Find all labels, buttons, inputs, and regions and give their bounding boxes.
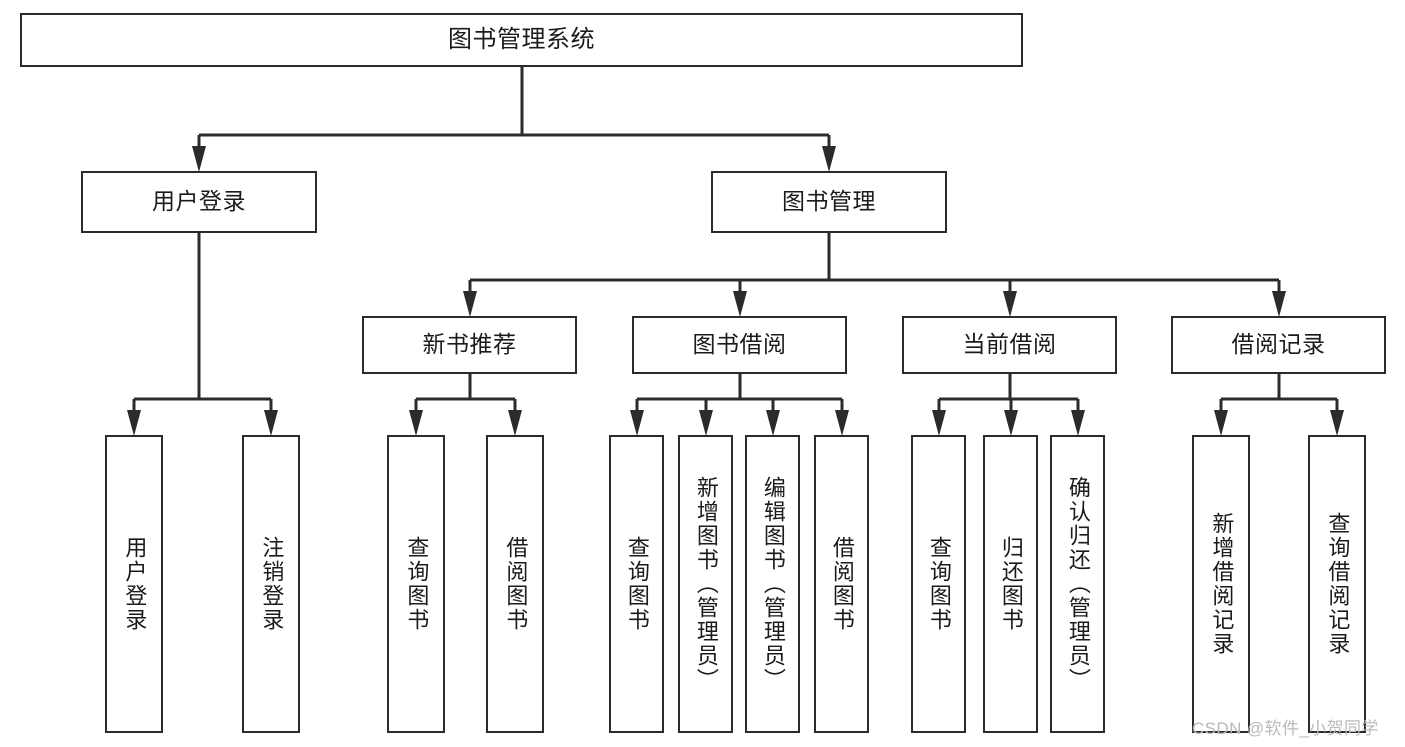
leaf-return-book[interactable]: 归还图书 (983, 435, 1038, 733)
leaf-user-login[interactable]: 用户登录 (105, 435, 163, 733)
leaf-add-borrow-record[interactable]: 新增借阅记录 (1192, 435, 1250, 733)
csdn-watermark: CSDN @软件_小贺同学 (1192, 719, 1379, 738)
leaf-confirm-return-admin[interactable]: 确认归还（管理员） (1050, 435, 1105, 733)
node-book-manage[interactable]: 图书管理 (711, 171, 947, 233)
leaf-query-book-current[interactable]: 查询图书 (911, 435, 966, 733)
leaf-user-logout[interactable]: 注销登录 (242, 435, 300, 733)
leaf-borrow-book-recommend[interactable]: 借阅图书 (486, 435, 544, 733)
leaf-query-borrow-record[interactable]: 查询借阅记录 (1308, 435, 1366, 733)
node-current-borrow[interactable]: 当前借阅 (902, 316, 1117, 374)
node-new-book-recommend[interactable]: 新书推荐 (362, 316, 577, 374)
leaf-query-book-recommend[interactable]: 查询图书 (387, 435, 445, 733)
leaf-borrow-book[interactable]: 借阅图书 (814, 435, 869, 733)
node-user-login[interactable]: 用户登录 (81, 171, 317, 233)
node-root-system[interactable]: 图书管理系统 (20, 13, 1023, 67)
node-borrow-record[interactable]: 借阅记录 (1171, 316, 1386, 374)
leaf-edit-book-admin[interactable]: 编辑图书（管理员） (745, 435, 800, 733)
leaf-query-book-borrow[interactable]: 查询图书 (609, 435, 664, 733)
node-book-borrow[interactable]: 图书借阅 (632, 316, 847, 374)
leaf-add-book-admin[interactable]: 新增图书（管理员） (678, 435, 733, 733)
